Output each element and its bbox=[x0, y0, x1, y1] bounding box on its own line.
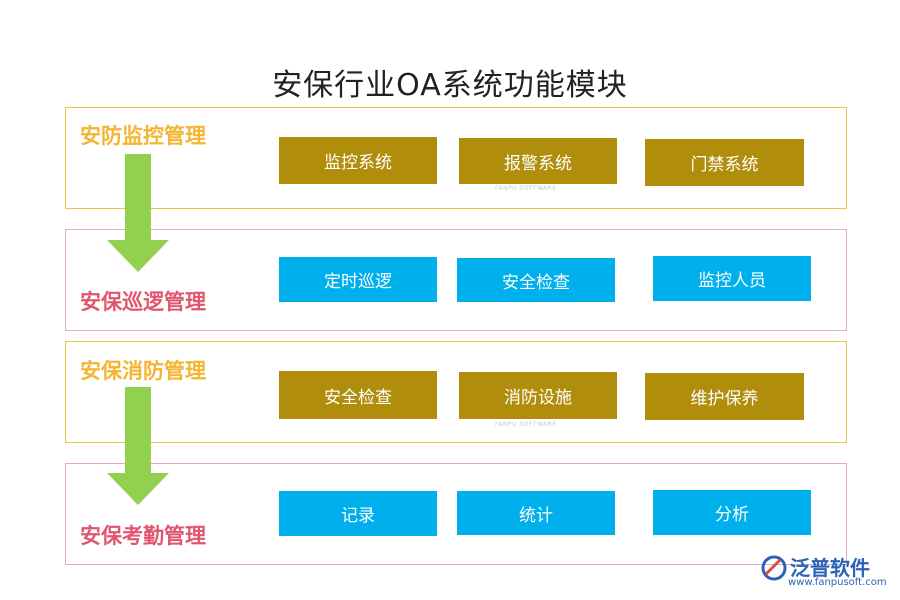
section-title-patrol: 安保巡逻管理 bbox=[80, 289, 206, 314]
module-box: 门禁系统 bbox=[645, 139, 804, 186]
section-title-monitoring: 安防监控管理 bbox=[80, 123, 206, 148]
watermark: FANPU SOFTWARE bbox=[495, 185, 557, 192]
module-box: 维护保养 bbox=[645, 373, 804, 420]
module-box: 定时巡逻 bbox=[279, 257, 437, 302]
module-box: 统计 bbox=[457, 491, 615, 535]
module-box: 监控系统 bbox=[279, 137, 437, 184]
diagram-title: 安保行业OA系统功能模块 bbox=[272, 68, 628, 103]
module-box: 记录 bbox=[279, 491, 437, 536]
section-title-attendance: 安保考勤管理 bbox=[80, 523, 206, 548]
watermark: FANPU SOFTWARE bbox=[495, 421, 557, 428]
module-box: 分析 bbox=[653, 490, 811, 535]
module-box: 消防设施 bbox=[459, 372, 617, 419]
module-box: 监控人员 bbox=[653, 256, 811, 301]
logo-url: www.fanpusoft.com bbox=[788, 577, 887, 588]
fanpu-logo-icon bbox=[761, 555, 787, 581]
module-box: 安全检查 bbox=[279, 371, 437, 419]
logo-name: 泛普软件 bbox=[790, 556, 870, 580]
down-arrow-icon bbox=[107, 154, 169, 272]
brand-logo: 泛普软件 www.fanpusoft.com bbox=[760, 552, 890, 592]
down-arrow-icon bbox=[107, 387, 169, 505]
module-box: 报警系统 bbox=[459, 138, 617, 184]
section-title-fire: 安保消防管理 bbox=[80, 358, 206, 383]
module-box: 安全检查 bbox=[457, 258, 615, 302]
